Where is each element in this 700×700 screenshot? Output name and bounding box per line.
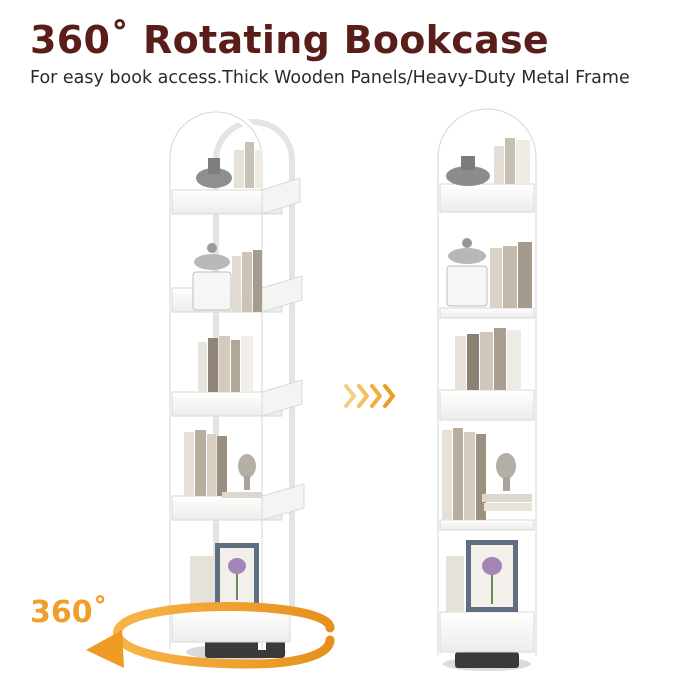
page-subtitle: For easy book access.Thick Wooden Panels…	[30, 68, 630, 88]
shelf-5	[171, 609, 291, 643]
decor-vase	[196, 158, 232, 188]
chevron-double-right-icon	[344, 384, 395, 408]
book-stack	[490, 242, 532, 308]
book-stack	[184, 430, 227, 496]
book-stack	[455, 328, 521, 390]
page-title: 360˚ Rotating Bookcase	[30, 18, 550, 62]
decor-sculpture	[482, 453, 532, 511]
bookcase-front-view	[434, 105, 540, 671]
bookcase-rotated-view	[166, 108, 305, 660]
book-stack	[198, 336, 253, 392]
book-stack	[494, 138, 530, 184]
shelf-5	[439, 611, 535, 653]
book-stack	[232, 250, 262, 312]
shelf-2	[439, 307, 535, 319]
decor-vase	[446, 156, 490, 186]
shelf-1	[439, 183, 535, 213]
framed-picture	[215, 543, 259, 609]
book-stack	[234, 142, 262, 188]
rotation-degree-badge: 360˚	[30, 595, 108, 630]
shelf-4	[439, 519, 535, 531]
shelf-4	[171, 483, 305, 521]
decor-jar	[446, 238, 488, 307]
book-stack	[442, 428, 486, 520]
decor-jar	[192, 243, 232, 311]
curved-arrow-left-icon	[86, 602, 335, 669]
shelf-3	[439, 389, 535, 421]
decor-sculpture	[222, 454, 262, 498]
shelf-1	[171, 177, 301, 215]
framed-picture	[466, 540, 518, 612]
